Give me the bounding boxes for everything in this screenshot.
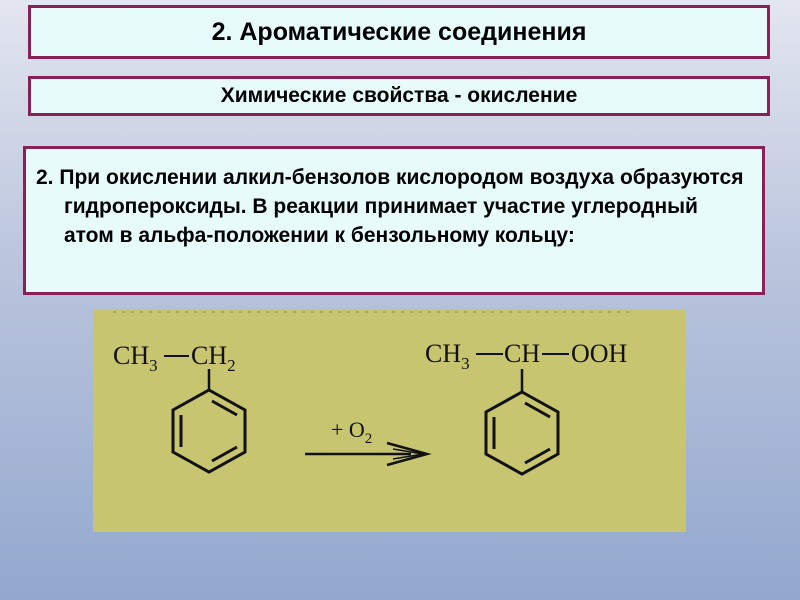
product-benzene-ring	[484, 390, 560, 476]
ring-double-bonds	[179, 399, 238, 463]
reaction-arrow: + O2	[305, 417, 432, 467]
body-paragraph: 2. При окислении алкил-бензолов кислород…	[36, 166, 744, 247]
product-ring-double-bonds	[492, 401, 551, 465]
text-box: 2. При окислении алкил-бензолов кислород…	[23, 146, 765, 295]
ethylbenzene-molecule: CH3 CH2	[113, 341, 247, 474]
product-ch3: CH3	[425, 339, 470, 373]
benzene-ring	[171, 388, 247, 474]
product-ooh: OOH	[571, 339, 628, 368]
product-ch: CH	[504, 339, 540, 368]
reactant-ch3: CH3	[113, 341, 158, 375]
reactant-ch2: CH2	[191, 341, 236, 375]
slide-title: 2. Ароматические соединения	[211, 17, 587, 46]
title-box: 2. Ароматические соединения	[28, 5, 770, 59]
reagent-label: + O2	[331, 417, 372, 447]
reaction-scheme: CH3 CH2 + O2 CH3 CH OOH	[113, 311, 633, 476]
slide-subtitle: Химические свойства - окисление	[220, 84, 578, 107]
subtitle-box: Химические свойства - окисление	[28, 76, 770, 116]
hydroperoxide-molecule: CH3 CH OOH	[425, 339, 628, 476]
reaction-diagram: CH3 CH2 + O2 CH3 CH OOH	[93, 309, 686, 532]
